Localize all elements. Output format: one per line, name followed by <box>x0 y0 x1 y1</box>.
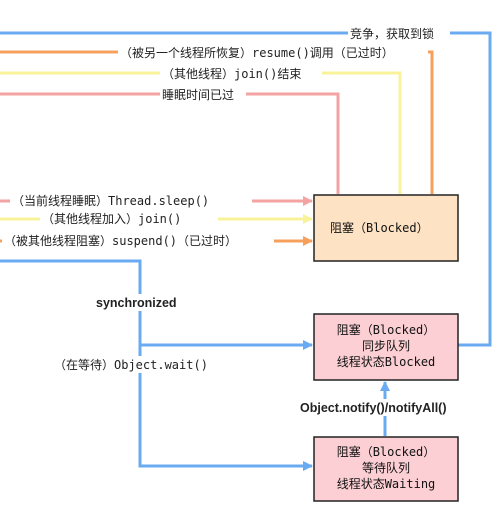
wait-queue-name: 等待队列 <box>362 460 410 475</box>
compete-lock-line <box>0 31 492 347</box>
suspend-label: （被其他线程阻塞）suspend()（已过时） <box>4 233 237 248</box>
sleep-label: （当前线程睡眠）Thread.sleep() <box>12 193 209 208</box>
blocked-box-title: 阻塞（Blocked） <box>330 220 429 235</box>
join-end-label: （其他线程）join()结束 <box>162 66 301 81</box>
wait-queue-title: 阻塞（Blocked） <box>337 444 436 459</box>
join-end-line <box>0 71 402 194</box>
sync-queue-title: 阻塞（Blocked） <box>337 322 436 337</box>
blocked-box: 阻塞（Blocked） <box>313 194 459 262</box>
wait-queue-box: 阻塞（Blocked） 等待队列 线程状态Waiting <box>313 436 459 502</box>
sync-queue-name: 同步队列 <box>362 338 410 353</box>
compete-lock-label: 竞争，获取到锁 <box>350 26 434 41</box>
wait-label: （在等待）Object.wait() <box>54 358 208 372</box>
synchronized-label: synchronized <box>96 296 177 310</box>
sync-queue-box: 阻塞（Blocked） 同步队列 线程状态Blocked <box>313 313 459 381</box>
resume-label: （被另一个线程所恢复）resume()调用（已过时） <box>120 45 394 60</box>
sync-queue-state: 线程状态Blocked <box>337 354 436 369</box>
join-in-label: （其他线程加入）join() <box>42 211 181 226</box>
notify-label: Object.notify()/notifyAll() <box>300 401 447 415</box>
wait-queue-state: 线程状态Waiting <box>337 476 436 491</box>
sleep-over-label: 睡眠时间已过 <box>162 88 234 102</box>
sleep-over-line <box>0 92 340 194</box>
wait-line <box>138 345 313 471</box>
